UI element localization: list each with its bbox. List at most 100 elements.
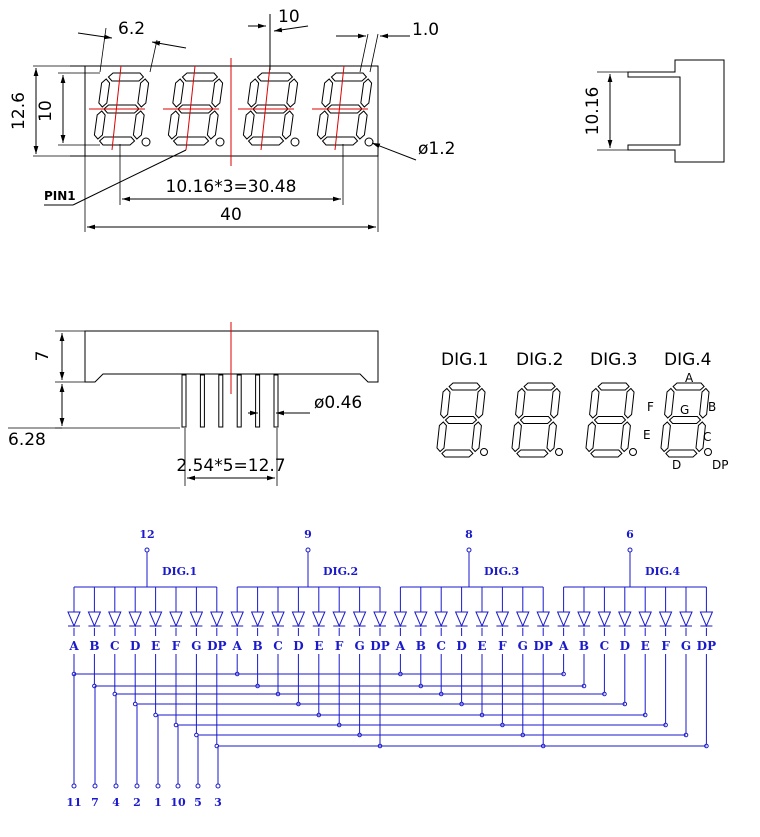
segment-label: B xyxy=(253,639,263,653)
diagram-dp-4 xyxy=(704,448,712,456)
segment-pin-label: 4 xyxy=(112,796,120,809)
seg-width-label: 6.2 xyxy=(118,19,145,39)
top-digit-4-seg-e xyxy=(316,110,329,140)
common-terminal-2 xyxy=(305,547,311,553)
common-pin-label-3: 8 xyxy=(465,528,473,541)
led-diode xyxy=(699,611,714,628)
led-diode xyxy=(597,611,612,628)
segment-pin-label: 11 xyxy=(66,796,81,809)
led-diode xyxy=(128,611,142,628)
led-diode xyxy=(169,611,183,628)
pin-2 xyxy=(199,374,205,428)
top-digit-1-seg-e xyxy=(93,110,106,140)
pin1-label: PIN1 xyxy=(44,189,76,203)
common-pin-label-4: 6 xyxy=(626,528,634,541)
led-diode xyxy=(67,611,81,628)
top-view xyxy=(33,14,417,232)
led-diode xyxy=(495,611,510,628)
segment-pin-label: 5 xyxy=(194,796,202,809)
junction-dot xyxy=(132,701,138,707)
led-diode xyxy=(352,611,367,628)
segment-terminal xyxy=(134,783,140,789)
segment-label: D xyxy=(456,639,466,653)
led-diode xyxy=(230,611,244,628)
led-diode xyxy=(536,611,550,628)
seg-dp-label: DP xyxy=(712,458,728,472)
diagram-digit-2-seg-g xyxy=(519,416,553,424)
segment-label: C xyxy=(600,639,610,653)
led-diode xyxy=(454,611,469,628)
pin-6 xyxy=(273,374,279,428)
segment-label: G xyxy=(354,639,364,653)
segment-pin-label: 7 xyxy=(91,796,99,809)
digit-axis-2 xyxy=(185,65,196,151)
top-digit-2-seg-a xyxy=(181,72,219,82)
pin-1 xyxy=(181,374,187,428)
front-pins xyxy=(181,374,279,428)
top-dp-1 xyxy=(141,137,151,147)
segment-terminal xyxy=(92,783,98,789)
width-total-label: 40 xyxy=(220,205,242,225)
front-view-labels: 7 6.28 ø0.46 2.54*5=12.7 xyxy=(8,351,362,476)
diagram-digit-4-seg-g xyxy=(668,416,702,424)
led-diode xyxy=(658,611,673,628)
diagram-digit-2-seg-f xyxy=(515,387,526,419)
top-dp-3 xyxy=(290,137,300,147)
diagram-digit-2-seg-e xyxy=(511,421,522,453)
segment-pin-label: 1 xyxy=(154,796,162,809)
top-digit-3-seg-b xyxy=(286,78,299,108)
top-digit-2-seg-c xyxy=(206,110,219,140)
diagram-digit-3-seg-c xyxy=(620,421,631,453)
segment-terminal xyxy=(195,783,201,789)
led-diode xyxy=(475,611,489,628)
top-digit-3-seg-c xyxy=(281,110,294,140)
common-pin-label-2: 9 xyxy=(304,528,312,541)
led-diode xyxy=(210,611,224,628)
led-diode xyxy=(271,611,285,628)
segment-label: E xyxy=(477,639,486,653)
top-digit-1-seg-c xyxy=(132,110,145,140)
top-digit-4-seg-a xyxy=(330,72,368,82)
seg-f-label: F xyxy=(647,400,654,414)
led-diode xyxy=(332,611,346,628)
seg-width-dim xyxy=(77,32,113,40)
dp-dia-label: ø1.2 xyxy=(418,139,455,159)
pitch-label: 10.16*3=30.48 xyxy=(166,177,297,197)
pin-pitch-label: 2.54*5=12.7 xyxy=(176,456,285,476)
top-digit-3-seg-e xyxy=(242,110,255,140)
height-total-label: 12.6 xyxy=(9,92,29,130)
segment-label: C xyxy=(273,639,283,653)
segment-label: F xyxy=(498,639,507,653)
segment-label: DP xyxy=(207,639,226,653)
seg-stroke-label: 1.0 xyxy=(412,20,439,40)
digit-label-2: DIG.2 xyxy=(323,565,358,578)
top-digit-4-seg-d xyxy=(321,136,359,146)
led-diode xyxy=(577,611,591,628)
segment-label: E xyxy=(314,639,323,653)
top-view-labels: 6.2 10 1.0 12.6 10 ø1.2 PIN1 10.16*3=30.… xyxy=(9,7,455,225)
digit-axis-3 xyxy=(260,65,271,151)
segment-label: A xyxy=(558,639,569,653)
diagram-digit-3-seg-a xyxy=(597,382,630,391)
diagram-digit-4-seg-a xyxy=(672,382,705,391)
diagram-digit-4-seg-b xyxy=(699,387,710,419)
segment-label: B xyxy=(416,639,426,653)
junction-dot xyxy=(173,722,179,728)
dig2-header: DIG.2 xyxy=(516,350,564,370)
led-diode xyxy=(250,611,265,628)
diagram-digit-1-seg-g xyxy=(444,416,478,424)
top-digit-1-seg-a xyxy=(107,72,145,82)
segment-label: A xyxy=(395,639,406,653)
seg-e-label: E xyxy=(643,428,651,442)
segment-label: C xyxy=(110,639,120,653)
top-dp-2 xyxy=(215,137,225,147)
digit-axis-1 xyxy=(111,65,122,151)
top-digit-3-seg-d xyxy=(247,136,285,146)
digit-label-1: DIG.1 xyxy=(162,565,197,578)
digit-diagram: DIG.1 DIG.2 DIG.3 DIG.4 A B F G E C D DP xyxy=(436,350,728,472)
diagram-digit-1-seg-d xyxy=(441,449,474,458)
segment-label: B xyxy=(89,639,99,653)
diagram-digit-2-seg-d xyxy=(516,449,549,458)
led-diode xyxy=(148,611,163,628)
segment-pin-label: 10 xyxy=(170,796,186,809)
